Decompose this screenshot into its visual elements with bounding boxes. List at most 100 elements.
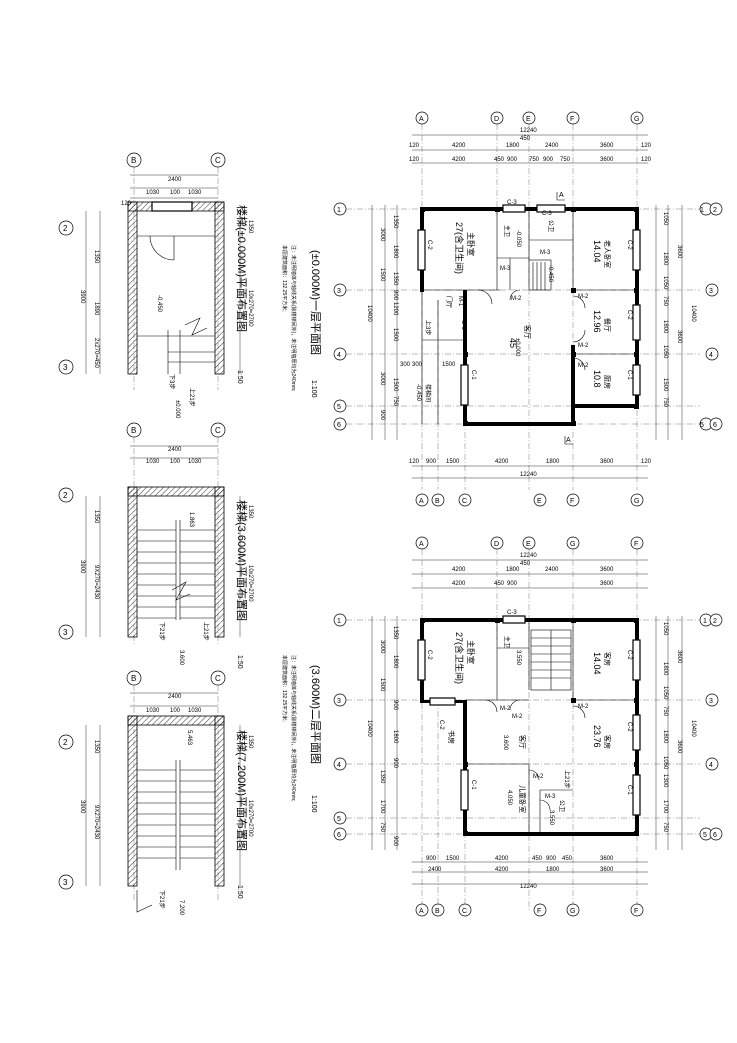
p1-room-mbath: 主卫	[503, 225, 511, 237]
p1-overall-d: 10400	[366, 305, 372, 322]
p1-l2-7: 750	[392, 396, 398, 407]
p1-op-m2c: M-2	[578, 343, 589, 349]
stair-title-3: 楼梯(7.200M)平面布置图	[235, 730, 249, 851]
p1-gs-5r: 5	[700, 422, 704, 429]
p1-d120d: 120	[641, 157, 652, 163]
p1-b-2: 4200	[495, 459, 509, 465]
p1-top2-6: 3600	[600, 157, 614, 163]
p1-op-m2b: M-2	[578, 294, 589, 300]
p2-op-c2c: C-2	[626, 722, 632, 732]
p2-l2-5: 900	[392, 836, 398, 847]
stair1-dn3: 下3步	[168, 374, 176, 389]
p2-gs-6: 6	[337, 832, 341, 839]
p1-d120c: 120	[409, 157, 420, 163]
p1-l2-0: 1350	[392, 215, 398, 229]
p1-op-m1: M-1	[457, 296, 463, 307]
p1-gs-6: 6	[337, 422, 341, 429]
p1-b-1: 1500	[446, 459, 460, 465]
p1-gs-4r: 4	[709, 352, 713, 359]
stair1-d1890: 1890	[93, 302, 99, 316]
p2-op-c2a: C-2	[426, 650, 432, 660]
p2-b-0: 900	[426, 856, 437, 862]
stair1-d1350: 1350	[93, 250, 99, 264]
p2-gs-1r: 1	[703, 618, 707, 625]
stair-title-2: 楼梯(3.600M)平面布置图	[235, 500, 249, 621]
p1-gs-6r: 6	[713, 422, 717, 429]
p1-gs-4: 4	[337, 352, 341, 359]
plan2-scale: 1:100	[310, 795, 317, 813]
p2-room-kids: 儿童卧室	[518, 785, 527, 813]
p2-top1-2: 2400	[545, 567, 559, 573]
p2-lv3: 3.550	[548, 810, 554, 826]
p2-overall-w: 12240	[520, 553, 537, 559]
p1-room-living-area: 45	[508, 338, 518, 348]
stair-detail-1: 楼梯(±0.000M)平面布置图 1:50 2400 1030 100 1030…	[58, 152, 253, 419]
p2-lv2: 3.600	[502, 735, 508, 751]
p2-gb-g: G	[570, 908, 575, 915]
stair2-d9x270: 9X270=2430	[93, 565, 99, 600]
p2-gb-a: A	[419, 908, 424, 915]
stair1-lv000: ±0.000	[174, 400, 180, 419]
p1-l2-2: 1350	[392, 272, 398, 286]
p2-r-5: 1050	[662, 756, 668, 770]
p1-b120b: 120	[641, 459, 652, 465]
p1-r-2: 1050	[662, 276, 668, 290]
p1-l2-6: 1500	[392, 378, 398, 392]
plan2-note1: 注：未注明墙体与轴线关系(除楼梯间外)，未注明墙厚均为240mm;	[290, 655, 297, 801]
p2-r-8: 750	[662, 822, 668, 833]
p1-op-m2d: M-2	[578, 363, 589, 369]
stair3-row2: 2	[63, 738, 68, 747]
p2-room-guest1: 客房	[603, 652, 612, 666]
stair2-grid-c: C	[215, 426, 221, 435]
stair3-lv7200: 7.200	[178, 900, 184, 916]
p2-overall-d: 10400	[366, 720, 372, 737]
p2-gt-f: F	[634, 541, 638, 548]
p2-r-overall: 10400	[690, 720, 696, 737]
p2-b-3: 450	[532, 856, 543, 862]
stair-detail-2: 楼梯(3.600M)平面布置图 1:50 2400 1030 100 1030 …	[58, 422, 253, 669]
p2-op-m2b: M-2	[512, 714, 523, 720]
p1-gt-a: A	[419, 116, 424, 123]
p1-top2-1: 450	[494, 157, 505, 163]
p1-gs-3r: 3	[709, 288, 713, 295]
p1-b120a: 120	[409, 459, 420, 465]
p1-gt-f: F	[570, 116, 574, 123]
stair2-lv3600: 3.600	[178, 650, 184, 666]
stair2-d1350: 1350	[93, 510, 99, 524]
p1-r-overall: 10400	[690, 305, 696, 322]
p1-section-a2: A	[566, 437, 571, 444]
p1-r2-1: 3600	[676, 330, 682, 344]
plan-second-floor: (3.600M)二层平面图 1:100 注：未注明墙体与轴线关系(除楼梯间外)，…	[281, 536, 723, 917]
p2-gs-4r: 4	[709, 762, 713, 769]
row-bubble-3	[58, 359, 74, 375]
p2-l2-1: 1800	[392, 655, 398, 669]
p1-gt-e: E	[526, 116, 531, 123]
p2-room-master: 主卧室	[466, 640, 476, 664]
stair3-w100: 100	[170, 708, 181, 714]
stair3-w1030b: 1030	[188, 708, 202, 714]
plan1-note2: 本层建筑面积：132.25平方米;	[281, 245, 288, 312]
p1-room-master-area: 27(含卫生间)	[454, 222, 465, 274]
p1-op-c2a: C-2	[426, 240, 432, 250]
p1-top2-2: 900	[507, 157, 518, 163]
p1-gb-a: A	[419, 498, 424, 505]
plan1-scale: 1:100	[310, 380, 317, 398]
p2-top2-2: 900	[507, 581, 518, 587]
p2-l-7: 1350	[379, 770, 385, 784]
p2-gt-a: A	[419, 541, 424, 548]
p2-b-2: 4200	[495, 856, 509, 862]
p1-gs-5: 5	[337, 404, 341, 411]
p1-r-3: 750	[662, 296, 668, 307]
p2-op-m3: M-3	[545, 794, 556, 800]
plan1-note1: 注：未注明墙体与轴线关系(除楼梯间外)，未注明墙厚均为240mm;	[290, 245, 297, 391]
p2-gb-b: B	[435, 908, 440, 915]
row-3-label: 3	[63, 363, 68, 372]
p2-l2-4: 900	[392, 758, 398, 769]
p2-r-2: 1050	[662, 686, 668, 700]
p1-op-c1c: C-1	[460, 320, 466, 330]
p2-gb-f: F	[537, 908, 541, 915]
p2-gt-e: E	[526, 541, 531, 548]
stair1-lv-m0450: -0.450	[156, 295, 162, 313]
p1-top2-5: 750	[560, 157, 571, 163]
plan2-note2: 本层建筑面积：132.25平方米;	[281, 655, 288, 722]
